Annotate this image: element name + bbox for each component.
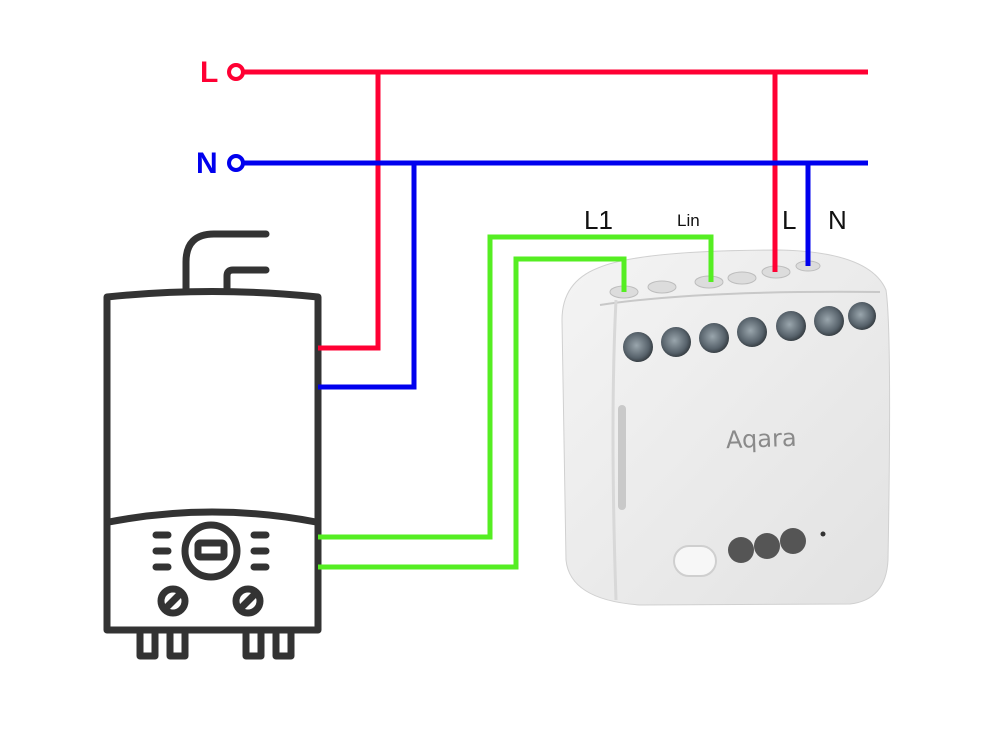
- supply-neutral-label: N: [196, 147, 218, 180]
- live-terminal-icon: [227, 63, 245, 81]
- terminal-l1-label: L1: [584, 205, 613, 235]
- terminal-l-label: L: [782, 205, 797, 235]
- brand-logo: Aqara: [725, 423, 797, 455]
- led-hole-icon: [728, 537, 754, 563]
- aqara-relay-module: [561, 249, 891, 606]
- led-hole-icon: [754, 533, 780, 559]
- wire-switched-lin: [318, 234, 714, 540]
- wire-switched-l1: [318, 256, 627, 570]
- device-button: [673, 545, 717, 577]
- led-hole-icon: [780, 528, 806, 554]
- terminal-screws: [623, 302, 876, 362]
- supply-live-label: L: [200, 56, 219, 89]
- terminal-lin-label: Lin: [677, 211, 700, 230]
- indicator-dot-icon: [820, 531, 826, 537]
- terminal-holes-top: [609, 260, 821, 299]
- wire-neutral-boiler: [318, 163, 417, 390]
- wire-live-boiler: [318, 72, 381, 351]
- boiler-icon: [103, 230, 322, 660]
- terminal-n-label: N: [828, 205, 847, 235]
- neutral-terminal-icon: [227, 154, 245, 172]
